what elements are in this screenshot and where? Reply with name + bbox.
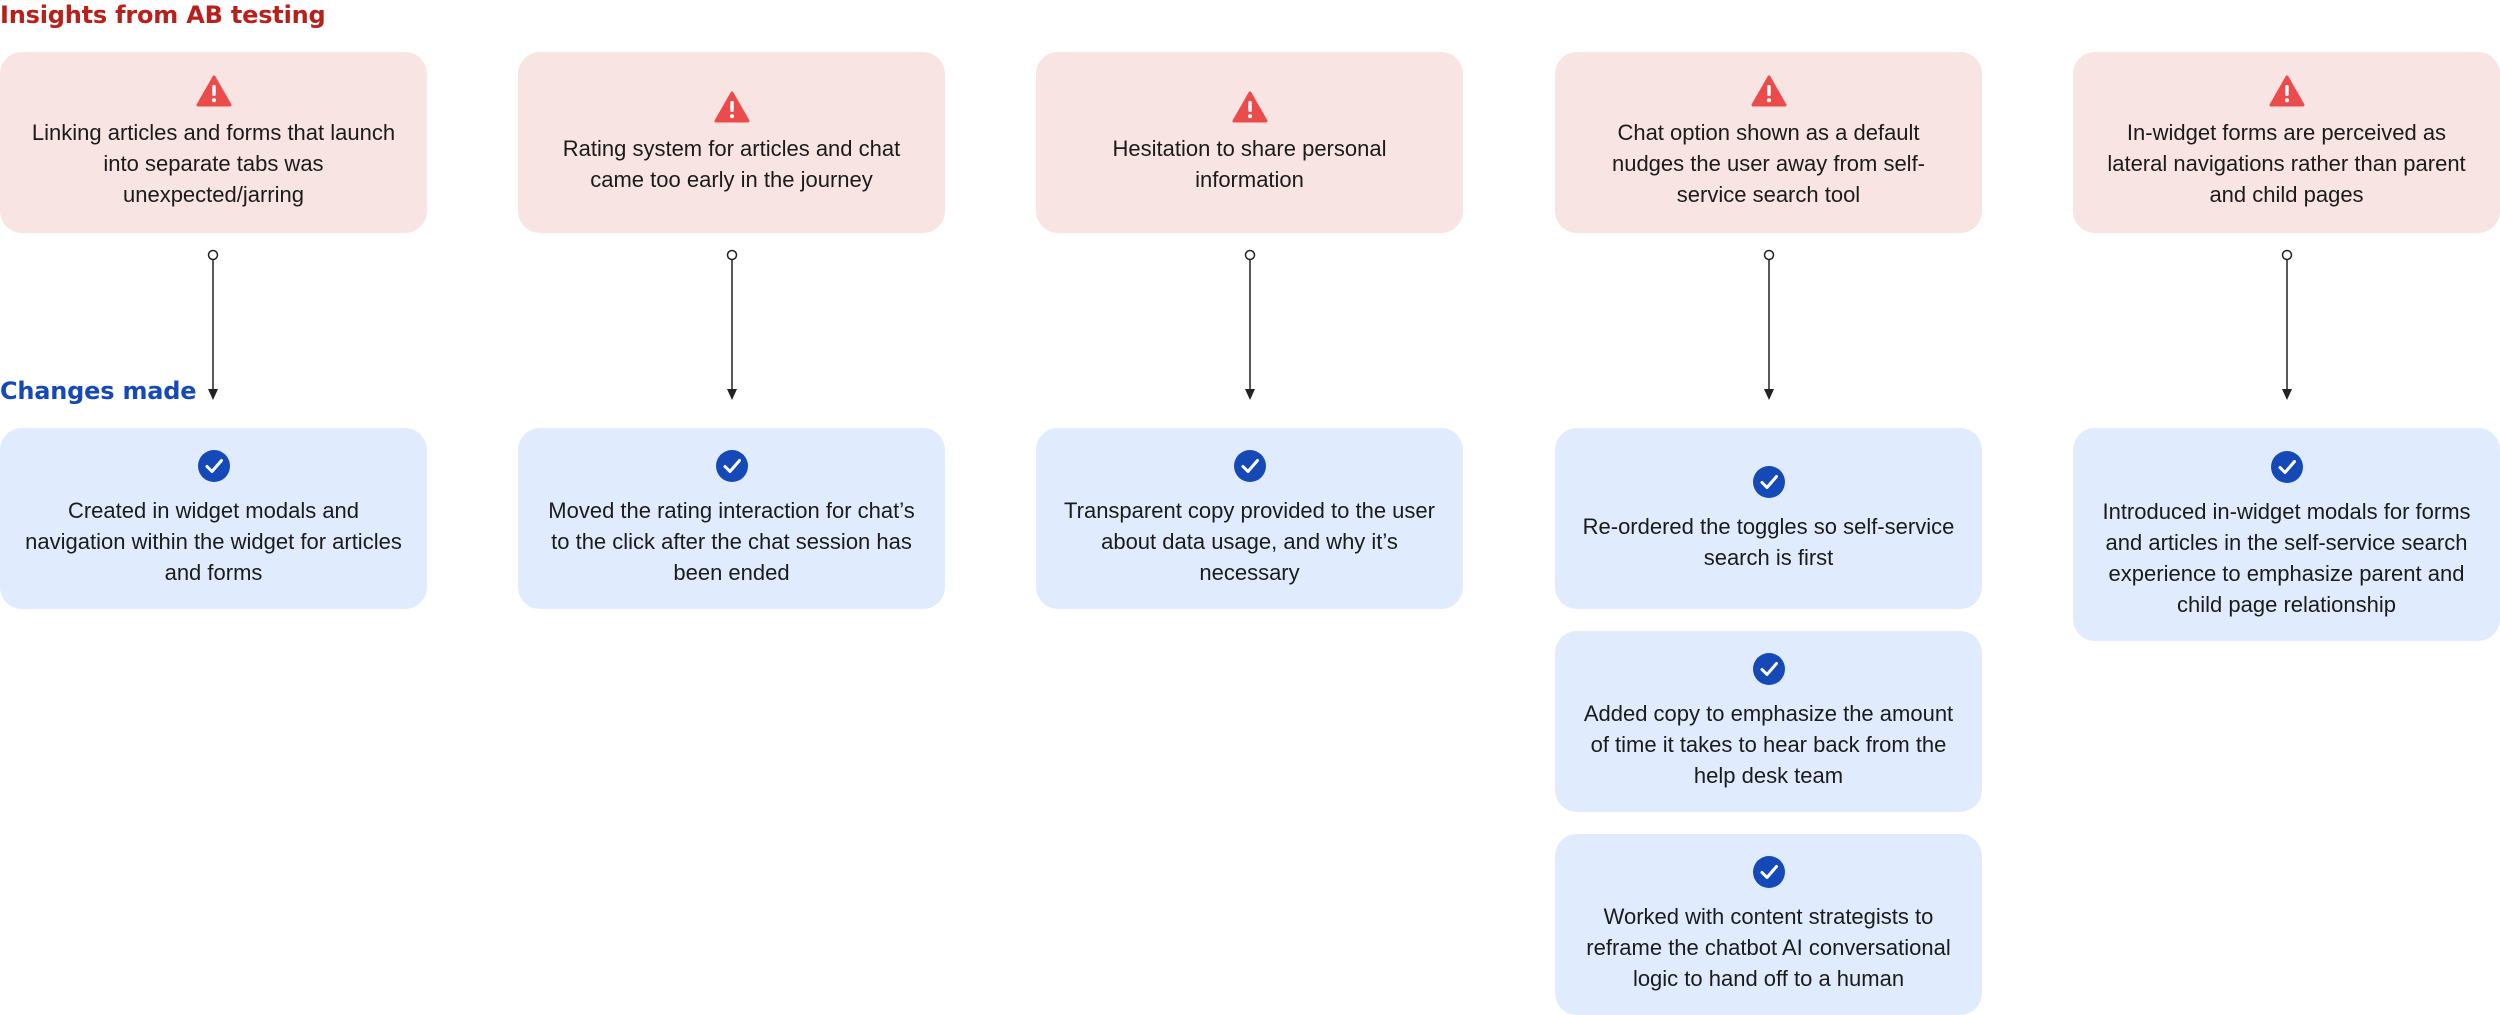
change-text: Re-ordered the toggles so self-service s… xyxy=(1582,513,1955,570)
insight-card-1: Linking articles and forms that launch i… xyxy=(0,52,427,233)
warning-triangle-icon xyxy=(1751,75,1786,107)
change-card-5: Introduced in-widget modals for forms an… xyxy=(2073,428,2500,641)
insight-card-5: In-widget forms are perceived as lateral… xyxy=(2073,52,2500,233)
checkmark-circle-icon xyxy=(1752,856,1785,888)
change-text: Introduced in-widget modals for forms an… xyxy=(2102,498,2471,617)
warning-triangle-icon xyxy=(196,75,231,107)
insight-text: In-widget forms are perceived as lateral… xyxy=(2107,120,2466,207)
insight-card-4: Chat option shown as a default nudges th… xyxy=(1555,52,1982,233)
checkmark-circle-icon xyxy=(197,450,230,482)
checkmark-circle-icon xyxy=(2270,450,2303,483)
change-card-4c: Worked with content strategists to refra… xyxy=(1555,834,1982,1015)
insights-section-title: Insights from AB testing xyxy=(0,1,326,29)
connector-arrow xyxy=(726,249,738,400)
connector-arrow xyxy=(2281,249,2293,400)
warning-triangle-icon xyxy=(2269,75,2304,107)
change-text: Transparent copy provided to the user ab… xyxy=(1064,498,1435,585)
insight-text: Hesitation to share personal information xyxy=(1112,135,1387,192)
change-card-3: Transparent copy provided to the user ab… xyxy=(1036,428,1463,609)
warning-triangle-icon xyxy=(714,91,749,122)
checkmark-circle-icon xyxy=(1752,465,1785,498)
change-text: Moved the rating interaction for chat’s … xyxy=(548,498,915,585)
insight-card-3: Hesitation to share personal information xyxy=(1036,52,1463,233)
change-text: Worked with content strategists to refra… xyxy=(1586,904,1951,991)
checkmark-circle-icon xyxy=(1233,450,1266,482)
insight-text: Chat option shown as a default nudges th… xyxy=(1611,120,1926,207)
insight-text: Linking articles and forms that launch i… xyxy=(31,120,396,207)
change-card-4b: Added copy to emphasize the amount of ti… xyxy=(1555,631,1982,812)
change-text: Added copy to emphasize the amount of ti… xyxy=(1583,701,1954,788)
change-card-4a: Re-ordered the toggles so self-service s… xyxy=(1555,428,1982,609)
change-card-1: Created in widget modals and navigation … xyxy=(0,428,427,609)
changes-section-title: Changes made xyxy=(0,377,197,405)
checkmark-circle-icon xyxy=(1752,653,1785,685)
insight-text: Rating system for articles and chat came… xyxy=(562,135,901,192)
warning-triangle-icon xyxy=(1232,91,1267,122)
checkmark-circle-icon xyxy=(715,450,748,482)
insight-card-2: Rating system for articles and chat came… xyxy=(518,52,945,233)
connector-arrow xyxy=(1763,249,1775,400)
change-text: Created in widget modals and navigation … xyxy=(25,498,402,585)
connector-arrow xyxy=(207,249,219,400)
change-card-2: Moved the rating interaction for chat’s … xyxy=(518,428,945,609)
connector-arrow xyxy=(1244,249,1256,400)
